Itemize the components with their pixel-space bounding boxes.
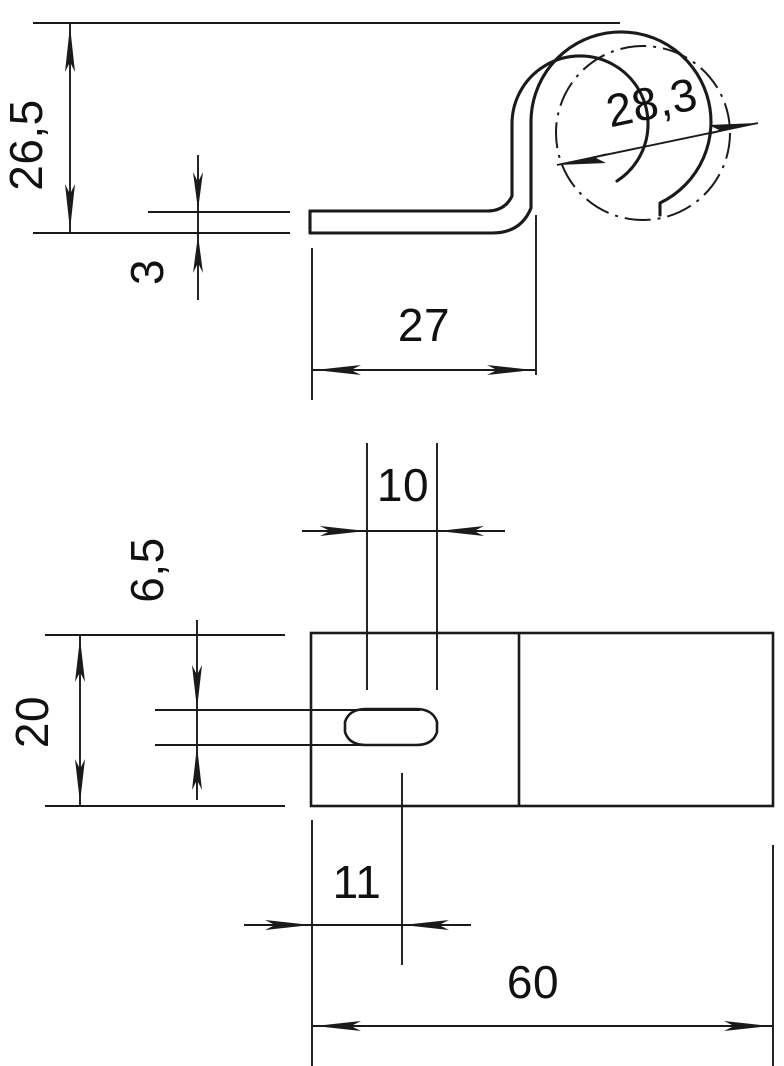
dimension-26-5: 26,5	[0, 23, 75, 233]
arrowhead-20-bottom	[75, 759, 85, 803]
arrowhead-27-left	[315, 365, 361, 375]
arrowhead-10-left	[320, 526, 366, 536]
arrowhead-3-top	[193, 172, 203, 210]
plan-view-group: 10 6,5 20 11	[6, 443, 775, 1066]
clamp-inner-edge	[308, 54, 650, 213]
dim-label-3: 3	[121, 259, 173, 285]
dim-label-60: 60	[507, 956, 559, 1008]
strap-rectangle	[309, 631, 775, 808]
arrowhead-6-5-bottom	[192, 746, 202, 790]
arrowhead-28-3-right	[707, 123, 757, 135]
dim-label-27: 27	[398, 299, 450, 351]
arrowhead-60-right	[724, 1021, 770, 1031]
dim-label-20: 20	[6, 696, 58, 748]
dim-label-26-5: 26,5	[0, 99, 52, 191]
dimension-27: 27	[311, 248, 536, 400]
arrowhead-6-5-top	[192, 665, 202, 709]
pipe-reference-circle	[555, 45, 731, 221]
side-view-group: 26,5 3 27 28,3	[0, 22, 759, 400]
dim-label-6-5: 6,5	[121, 537, 173, 602]
arrowhead-20-top	[75, 638, 85, 682]
strap-slot	[343, 707, 439, 747]
dim-label-11: 11	[333, 856, 382, 908]
dimension-60: 60	[312, 956, 773, 1031]
arrowhead-26-5-top	[65, 26, 75, 72]
arrowhead-10-right	[438, 526, 484, 536]
arrowhead-60-left	[315, 1021, 361, 1031]
arrowhead-26-5-bottom	[65, 184, 75, 230]
dimension-11: 11	[244, 856, 471, 930]
clamp-outer-edge	[308, 30, 713, 235]
arrowhead-28-3-left	[558, 153, 608, 165]
dimension-10: 10	[302, 459, 505, 536]
arrowhead-27-right	[487, 365, 533, 375]
arrowhead-3-bottom	[193, 235, 203, 273]
dimension-6-5: 6,5	[121, 537, 202, 800]
dim-label-28-3: 28,3	[602, 67, 702, 137]
arrowhead-11-left	[265, 920, 311, 930]
arrowhead-11-right	[403, 920, 449, 930]
dimension-3: 3	[121, 155, 203, 300]
dim-label-10: 10	[377, 459, 429, 511]
dimension-20: 20	[6, 635, 85, 806]
